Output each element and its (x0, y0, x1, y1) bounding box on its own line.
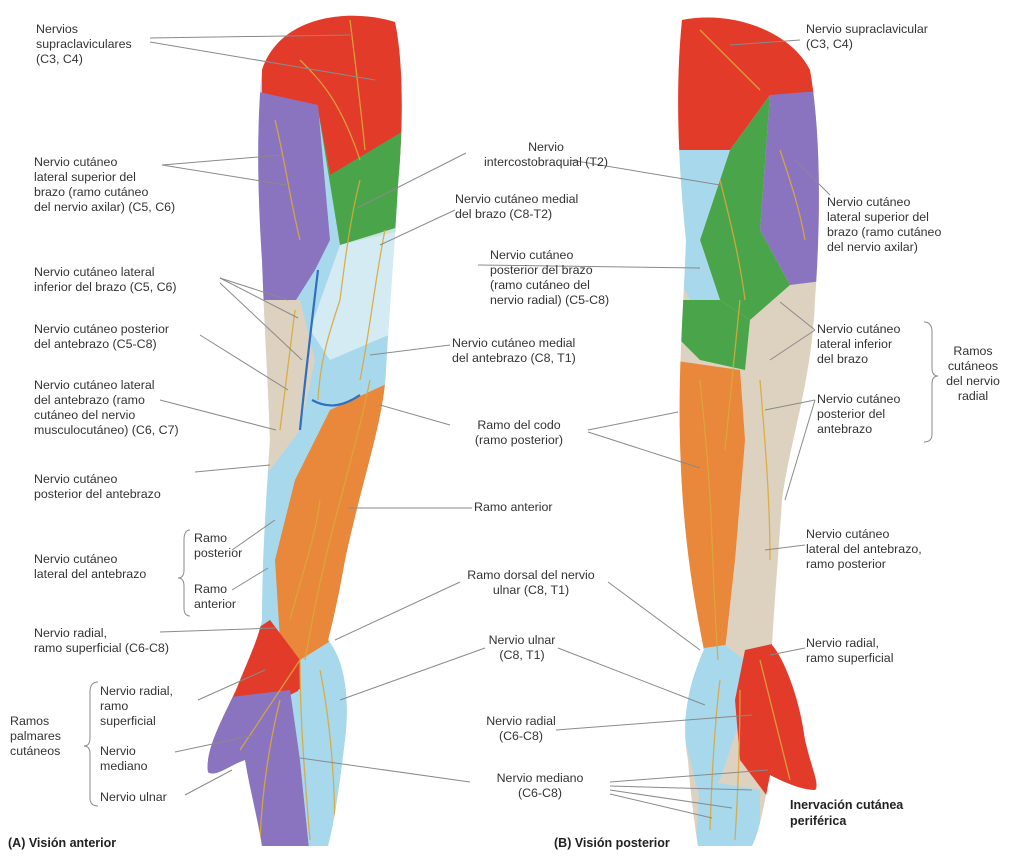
label-posterior-forearm-a: Nervio cutáneo posterior del antebrazo (… (34, 322, 169, 352)
label-mediano-a: Nervio mediano (100, 744, 148, 774)
label-lateral-superior-arm-b: Nervio cutáneo lateral superior del braz… (827, 195, 941, 255)
label-dorsal-ulnar: Ramo dorsal del nervio ulnar (C8, T1) (446, 568, 616, 598)
caption-anterior: (A) Visión anterior (8, 836, 116, 850)
label-mediano-c: Nervio mediano (C6-C8) (470, 771, 610, 801)
label-medial-forearm: Nervio cutáneo medial del antebrazo (C8,… (452, 336, 576, 366)
label-lateral-inferior-arm-b: Nervio cutáneo lateral inferior del braz… (817, 322, 900, 367)
label-lateral-forearm-a2: Nervio cutáneo lateral del antebrazo (34, 552, 146, 582)
label-ramos-cutaneos-radial: Ramos cutáneos del nervio radial (936, 344, 1010, 404)
label-supraclavicular-a: Nervios supraclaviculares (C3, C4) (36, 22, 132, 67)
label-medial-arm: Nervio cutáneo medial del brazo (C8-T2) (455, 192, 578, 222)
label-ramo-codo: Ramo del codo (ramo posterior) (452, 418, 586, 448)
label-lateral-forearm-b: Nervio cutáneo lateral del antebrazo, ra… (806, 527, 922, 572)
label-radial-superficial-a: Nervio radial, ramo superficial (C6-C8) (34, 626, 169, 656)
label-intercostobrachial: Nervio intercostobraquial (T2) (466, 140, 626, 170)
label-lateral-forearm-a: Nervio cutáneo lateral del antebrazo (ra… (34, 378, 179, 438)
label-posterior-arm: Nervio cutáneo posterior del brazo (ramo… (490, 248, 609, 308)
label-ramo-anterior-c: Ramo anterior (474, 500, 553, 515)
label-lateral-superior-arm-a: Nervio cutáneo lateral superior del braz… (34, 155, 175, 215)
label-radial-ramo-superficial: Nervio radial, ramo superficial (100, 684, 173, 729)
label-ramos-palmares: Ramos palmares cutáneos (10, 714, 61, 759)
label-supraclavicular-b: Nervio supraclavicular (C3, C4) (806, 22, 928, 52)
label-ulnar-a: Nervio ulnar (100, 790, 167, 805)
posterior-arm (660, 0, 830, 858)
label-posterior-forearm-b: Nervio cutáneo posterior del antebrazo (817, 392, 900, 437)
label-ramo-posterior: Ramo posterior (194, 531, 242, 561)
label-ramo-anterior-a: Ramo anterior (194, 582, 236, 612)
label-inervacion-periferica: Inervación cutánea periférica (790, 797, 903, 829)
label-lateral-inferior-arm-a: Nervio cutáneo lateral inferior del braz… (34, 265, 177, 295)
caption-posterior: (B) Visión posterior (554, 836, 670, 850)
label-ulnar-c: Nervio ulnar (C8, T1) (470, 633, 574, 663)
label-posterior-forearm-a2: Nervio cutáneo posterior del antebrazo (34, 472, 161, 502)
anterior-arm (200, 0, 420, 858)
label-radial-superficial-b: Nervio radial, ramo superficial (806, 636, 893, 666)
label-radial-c: Nervio radial (C6-C8) (474, 714, 568, 744)
